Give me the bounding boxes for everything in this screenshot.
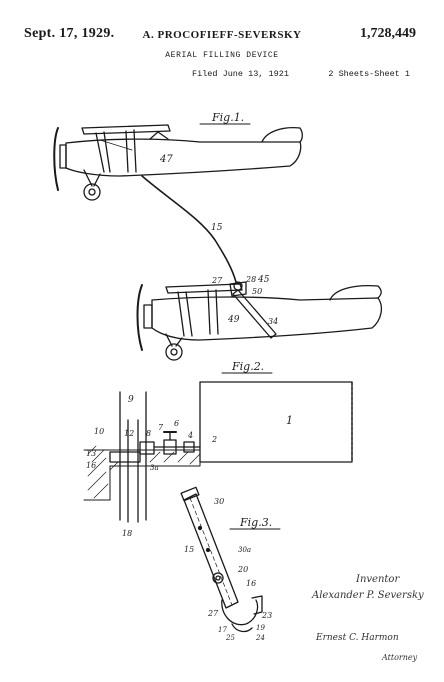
label-7: 7 xyxy=(158,423,164,432)
fig1-caption: Fig.1. xyxy=(211,111,244,124)
upper-airplane: 47 xyxy=(53,124,303,201)
attorney-signature: Ernest C. Harmon xyxy=(315,633,399,643)
figure-3: Fig.3. 30 15 30a 20 16 27 23 17 19 25 24 xyxy=(180,486,281,642)
label-6: 6 xyxy=(174,419,179,428)
label-28: 28 xyxy=(245,275,256,284)
lower-airplane: 28 27 45 50 49 34 xyxy=(136,275,383,361)
label-20: 20 xyxy=(237,565,248,574)
label-12: 12 xyxy=(124,429,134,438)
label-45: 45 xyxy=(257,275,270,285)
filed-date: Filed June 13, 1921 xyxy=(192,69,289,79)
label-4: 4 xyxy=(187,431,193,440)
inventor-signature: Alexander P. Seversky xyxy=(311,590,424,601)
sheet-count: 2 Sheets-Sheet 1 xyxy=(328,69,410,79)
label-16: 16 xyxy=(86,461,96,470)
label-9: 9 xyxy=(128,395,134,405)
label-34: 34 xyxy=(268,317,278,326)
patent-number: 1,728,449 xyxy=(360,26,416,41)
label-18: 18 xyxy=(122,529,132,538)
label-27b: 27 xyxy=(207,609,219,618)
patent-title: AERIAL FILLING DEVICE xyxy=(165,51,279,60)
label-50: 50 xyxy=(252,287,262,296)
label-27: 27 xyxy=(211,276,223,285)
label-23: 23 xyxy=(261,611,272,620)
figure-2: Fig.2. 1 9 10 12 8 7 6 4 xyxy=(83,360,353,538)
attorney-caption: Attorney xyxy=(381,653,418,662)
label-10: 10 xyxy=(94,427,104,436)
label-49: 49 xyxy=(227,315,240,325)
signature-block: Inventor Alexander P. Seversky Ernest C.… xyxy=(311,574,424,662)
label-24: 24 xyxy=(255,634,265,642)
label-25: 25 xyxy=(225,634,235,642)
inventor-caption: Inventor xyxy=(355,574,400,585)
figure-1: Fig.1. 47 xyxy=(53,111,383,361)
label-1: 1 xyxy=(286,414,293,427)
patent-date: Sept. 17, 1929. xyxy=(24,26,115,41)
label-15b: 15 xyxy=(184,545,194,554)
label-47: 47 xyxy=(159,154,173,165)
inventor-name: A. PROCOFIEFF-SEVERSKY xyxy=(142,29,302,41)
label-13: 13 xyxy=(86,449,96,458)
label-19: 19 xyxy=(256,624,265,632)
label-2: 2 xyxy=(211,435,217,444)
label-16b: 16 xyxy=(246,579,256,588)
label-30a: 30a xyxy=(238,546,251,554)
label-17: 17 xyxy=(218,626,227,634)
label-3a: 3a xyxy=(150,464,159,472)
fig3-caption: Fig.3. xyxy=(239,516,272,529)
fig2-caption: Fig.2. xyxy=(231,360,264,373)
label-15: 15 xyxy=(211,223,223,233)
label-30: 30 xyxy=(214,497,224,506)
label-8: 8 xyxy=(146,429,151,438)
